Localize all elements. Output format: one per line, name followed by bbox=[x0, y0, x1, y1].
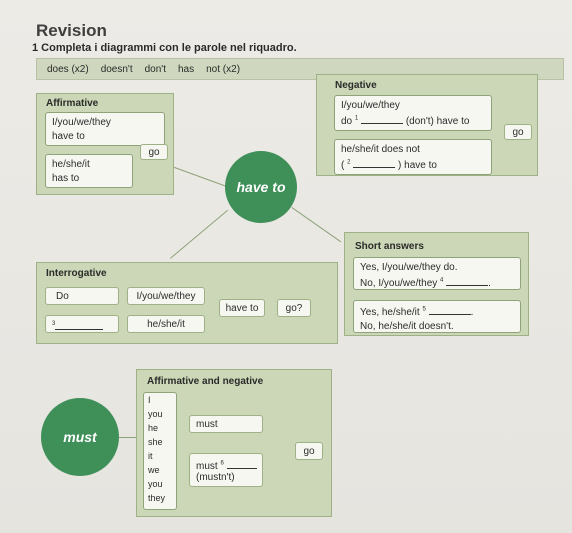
interrogative-do-chip: Do bbox=[45, 287, 119, 305]
negative-line-2-suffix: (don't) have to bbox=[405, 115, 470, 127]
word-box-item: has bbox=[178, 63, 195, 75]
pronoun-item: he bbox=[148, 423, 159, 433]
interrogative-do-label: Do bbox=[56, 290, 69, 302]
blank-input-1[interactable] bbox=[361, 113, 404, 124]
must-circle-label: must bbox=[63, 429, 97, 445]
connector-line bbox=[291, 207, 342, 243]
affirmative-negative-panel: Affirmative and negative I you he she it… bbox=[136, 369, 332, 517]
affirmative-plural-box: I/you/we/they have to bbox=[45, 112, 165, 146]
negative-plural-box: I/you/we/they do 1 (don't) have to bbox=[334, 95, 492, 131]
negative-line-2: do 1 (don't) have to bbox=[341, 113, 485, 129]
pronoun-item: she bbox=[148, 437, 163, 447]
interrogative-pronouns-chip-1: I/you/we/they bbox=[127, 287, 205, 305]
blank-number: 2 bbox=[347, 159, 351, 166]
affirmative-go-label: go bbox=[148, 146, 160, 158]
blank-input-5[interactable] bbox=[428, 304, 471, 315]
blank-input-3[interactable] bbox=[55, 319, 104, 330]
must-chip: must bbox=[189, 415, 263, 433]
short-answers-box-2: Yes, he/she/it 5 . No, he/she/it doesn't… bbox=[353, 300, 521, 333]
blank-number: 4 bbox=[440, 277, 444, 284]
negative-panel: Negative I/you/we/they do 1 (don't) have… bbox=[316, 74, 538, 176]
word-box-item: not (x2) bbox=[206, 63, 241, 75]
word-box-item: don't bbox=[144, 63, 166, 75]
blank-input-4[interactable] bbox=[446, 275, 489, 286]
interrogative-go-chip: go? bbox=[277, 299, 311, 317]
short-answers-box-1: Yes, I/you/we/they do. No, I/you/we/they… bbox=[353, 257, 521, 290]
pronoun-item: I bbox=[148, 395, 151, 405]
pronoun-item: it bbox=[148, 451, 153, 461]
negative-title: Negative bbox=[335, 80, 377, 91]
interrogative-panel: Interrogative Do I/you/we/they 3 he/she/… bbox=[36, 262, 338, 344]
negative-line-4-suffix: ) have to bbox=[398, 159, 437, 171]
have-to-label: have to bbox=[236, 179, 286, 195]
short-answer-line-3-prefix: Yes, he/she/it bbox=[360, 307, 420, 318]
negative-singular-box: he/she/it does not ( 2 ) have to bbox=[334, 139, 492, 175]
page-title: Revision bbox=[36, 21, 107, 40]
negative-line-4: ( 2 ) have to bbox=[341, 157, 485, 173]
short-answers-panel: Short answers Yes, I/you/we/they do. No,… bbox=[344, 232, 529, 336]
blank-input-6[interactable] bbox=[226, 458, 257, 469]
short-answer-line-2: No, I/you/we/they 4 . bbox=[360, 275, 514, 291]
negative-line-4-prefix: ( bbox=[341, 159, 345, 171]
pronoun-list-box: I you he she it we you they bbox=[143, 392, 177, 510]
must-label: must bbox=[196, 418, 218, 430]
interrogative-title: Interrogative bbox=[46, 268, 107, 279]
instruction-text: 1 Completa i diagrammi con le parole nel… bbox=[32, 42, 297, 54]
interrogative-pronouns-1: I/you/we/they bbox=[136, 290, 196, 302]
short-answers-title: Short answers bbox=[355, 241, 424, 252]
affirmative-negative-go-label: go bbox=[303, 445, 315, 457]
interrogative-have-to-chip: have to bbox=[219, 299, 265, 317]
interrogative-have-to: have to bbox=[225, 302, 259, 314]
affirmative-line-2: have to bbox=[52, 130, 85, 142]
negative-line-3: he/she/it does not bbox=[341, 144, 420, 155]
interrogative-blank-chip: 3 bbox=[45, 315, 119, 333]
pronoun-item: you bbox=[148, 409, 163, 419]
must-blank-label: must bbox=[196, 460, 218, 472]
blank-number: 6 bbox=[220, 460, 224, 467]
affirmative-line-1: I/you/we/they bbox=[52, 117, 111, 128]
have-to-circle: have to bbox=[225, 151, 297, 223]
affirmative-title: Affirmative bbox=[46, 98, 99, 109]
negative-go-chip: go bbox=[504, 124, 532, 140]
short-answer-line-3: Yes, he/she/it 5 . bbox=[360, 304, 514, 320]
negative-go-label: go bbox=[512, 126, 524, 138]
affirmative-singular-box: he/she/it has to bbox=[45, 154, 133, 188]
pronoun-item: we bbox=[148, 465, 160, 475]
short-answer-line-1: Yes, I/you/we/they do. bbox=[360, 262, 458, 273]
must-blank-chip: must 6 (mustn't) bbox=[189, 453, 263, 487]
blank-number: 5 bbox=[422, 306, 426, 313]
blank-number: 3 bbox=[52, 321, 56, 327]
affirmative-negative-title: Affirmative and negative bbox=[147, 376, 264, 387]
blank-number: 1 bbox=[354, 115, 359, 122]
word-box-item: does (x2) bbox=[47, 63, 89, 75]
interrogative-go: go? bbox=[285, 302, 303, 314]
pronoun-item: you bbox=[148, 479, 163, 489]
connector-line bbox=[170, 209, 229, 259]
affirmative-negative-go-chip: go bbox=[295, 442, 323, 460]
short-answer-line-2-prefix: No, I/you/we/they bbox=[360, 277, 438, 289]
mustnt-label: (mustn't) bbox=[196, 471, 235, 483]
pronoun-item: they bbox=[148, 493, 166, 503]
affirmative-panel: Affirmative I/you/we/they have to he/she… bbox=[36, 93, 174, 195]
affirmative-go-chip: go bbox=[140, 144, 168, 160]
must-blank-line: must 6 bbox=[196, 458, 257, 472]
interrogative-pronouns-2: he/she/it bbox=[147, 318, 185, 330]
interrogative-pronouns-chip-2: he/she/it bbox=[127, 315, 205, 333]
short-answer-line-4: No, he/she/it doesn't. bbox=[360, 320, 454, 332]
word-box-item: doesn't bbox=[100, 63, 133, 75]
affirmative-line-3: he/she/it bbox=[52, 159, 90, 170]
affirmative-line-4: has to bbox=[52, 172, 80, 184]
negative-line-1: I/you/we/they bbox=[341, 100, 400, 111]
negative-line-2-prefix: do bbox=[341, 115, 353, 127]
blank-input-2[interactable] bbox=[353, 157, 396, 168]
must-circle: must bbox=[41, 398, 119, 476]
